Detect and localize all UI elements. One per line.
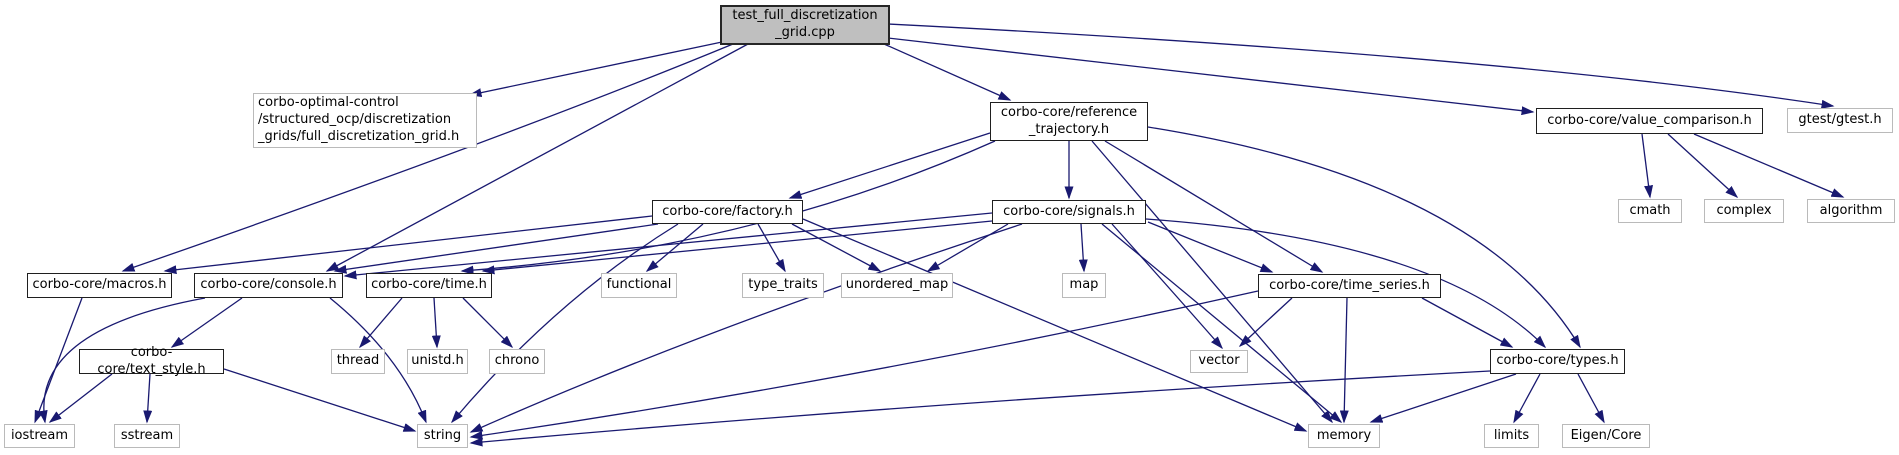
node-macros[interactable]: corbo-core/macros.h: [27, 273, 172, 298]
edge-types-to-memory: [1369, 373, 1517, 423]
edge-text_style-to-sstream: [143, 373, 153, 424]
edge-types-to-eigen_core: [1577, 373, 1605, 424]
node-time-series[interactable]: corbo-core/time_series.h: [1258, 274, 1441, 298]
edge-value_comparison-to-algorithm: [1693, 133, 1845, 198]
edge-root-to-console: [325, 43, 749, 272]
edge-console-to-iostream: [38, 297, 206, 424]
node-thread: thread: [331, 349, 385, 374]
edge-value_comparison-to-complex: [1667, 133, 1739, 199]
edge-signals-to-time_series: [1147, 221, 1274, 273]
edge-time_series-to-types: [1421, 297, 1514, 348]
edge-signals-to-map: [1078, 223, 1088, 273]
edge-root-to-macros: [121, 43, 734, 272]
node-functional: functional: [601, 273, 677, 298]
edge-signals-to-unordered_map: [926, 223, 1009, 272]
edge-factory-to-memory: [802, 218, 1308, 432]
edge-console-to-text_style: [170, 297, 243, 348]
node-type-traits: type_traits: [742, 273, 824, 298]
edge-time_series-to-string: [469, 290, 1259, 440]
edge-signals-to-types: [1145, 218, 1547, 349]
node-unordered-map: unordered_map: [841, 273, 953, 298]
node-memory: memory: [1308, 424, 1380, 448]
edge-reference-to-time_series: [1104, 140, 1324, 273]
edge-factory-to-functional: [645, 223, 704, 272]
edge-time_series-to-vector: [1238, 297, 1293, 348]
node-console[interactable]: corbo-core/console.h: [194, 273, 343, 298]
edge-types-to-string: [469, 370, 1491, 447]
edge-reference-to-memory: [1091, 140, 1333, 424]
edge-root-to-full_grid: [468, 41, 723, 98]
edge-reference-to-time: [460, 140, 996, 275]
edge-factory-to-unordered_map: [791, 223, 882, 272]
edge-time-to-unistd: [431, 297, 441, 349]
node-iostream: iostream: [4, 424, 75, 448]
node-algorithm: algorithm: [1807, 199, 1895, 223]
node-limits: limits: [1484, 424, 1539, 448]
edge-macros-to-iostream: [34, 297, 83, 424]
node-text-style[interactable]: corbo-core/text_style.h: [79, 345, 224, 377]
edge-signals-to-vector: [1111, 223, 1223, 350]
node-eigen-core: Eigen/Core: [1562, 424, 1650, 448]
node-signals[interactable]: corbo-core/signals.h: [992, 200, 1146, 224]
node-types[interactable]: corbo-core/types.h: [1490, 349, 1625, 374]
edge-types-to-limits: [1513, 373, 1541, 424]
node-root: test_full_discretization _grid.cpp: [720, 5, 890, 45]
edge-console-to-string: [329, 297, 427, 424]
edge-factory-to-macros: [163, 215, 653, 275]
edge-text_style-to-string: [223, 368, 417, 432]
edge-factory-to-console: [333, 223, 659, 274]
node-value-comparison[interactable]: corbo-core/value_comparison.h: [1536, 108, 1763, 134]
node-gtest: gtest/gtest.h: [1787, 108, 1893, 133]
edge-signals-to-time: [481, 220, 993, 275]
node-full-grid: corbo-optimal-control /structured_ocp/di…: [253, 93, 477, 148]
edge-reference-to-factory: [788, 132, 991, 199]
edge-value_comparison-to-cmath: [1641, 133, 1654, 199]
edge-signals-to-console: [343, 212, 993, 280]
node-sstream: sstream: [114, 424, 180, 448]
edge-root-to-value_comparison: [887, 37, 1535, 116]
node-unistd: unistd.h: [407, 349, 468, 374]
edge-factory-to-string: [451, 223, 679, 424]
edge-root-to-gtest: [887, 23, 1835, 109]
node-vector: vector: [1190, 350, 1248, 373]
node-string: string: [417, 424, 468, 448]
node-cmath: cmath: [1618, 199, 1682, 223]
node-reference[interactable]: corbo-core/reference _trajectory.h: [990, 102, 1148, 141]
edge-signals-to-string: [469, 223, 1023, 433]
edge-reference-to-types: [1147, 126, 1581, 349]
edge-time-to-thread: [359, 297, 403, 349]
node-map: map: [1062, 273, 1106, 298]
edge-root-to-reference: [883, 43, 1012, 101]
node-chrono: chrono: [489, 349, 545, 374]
node-factory[interactable]: corbo-core/factory.h: [652, 200, 803, 224]
edge-text_style-to-iostream: [48, 373, 113, 423]
node-time[interactable]: corbo-core/time.h: [366, 273, 492, 298]
edge-factory-to-type_traits: [757, 223, 786, 273]
edge-time_series-to-memory: [1339, 297, 1349, 424]
node-complex: complex: [1704, 199, 1784, 223]
edge-time-to-chrono: [462, 297, 514, 349]
